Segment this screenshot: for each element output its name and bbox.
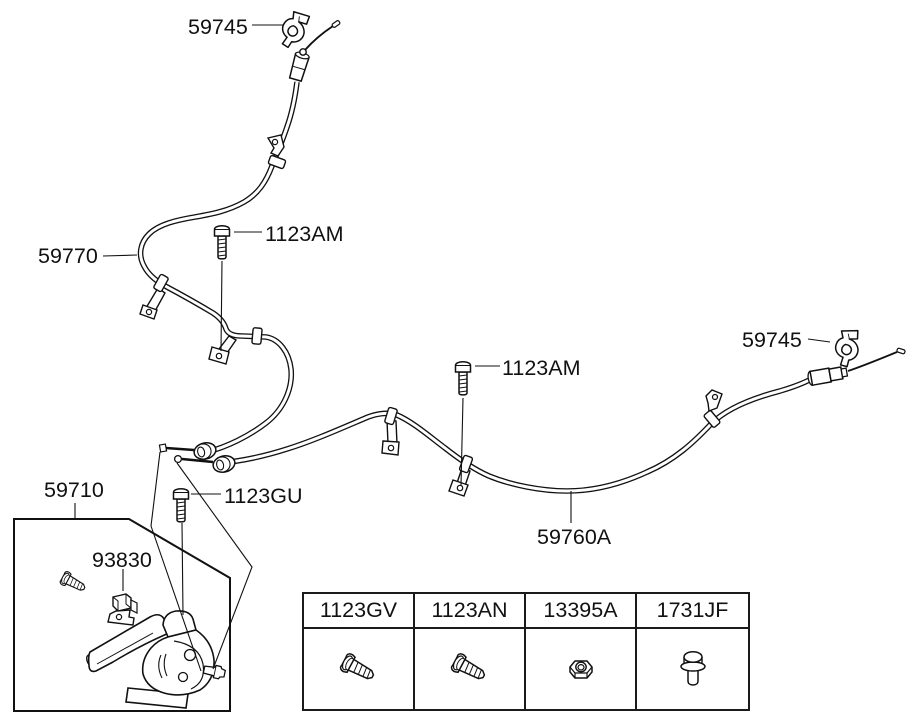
table-header-1123an[interactable]: 1123AN <box>415 594 526 629</box>
cable-bracket <box>448 454 474 497</box>
table-header-1123gv[interactable]: 1123GV <box>304 594 415 629</box>
hex-nut-icon <box>568 660 593 679</box>
cable-mount-foot <box>208 335 238 365</box>
table-header-13395a[interactable]: 13395A <box>526 594 637 629</box>
cable-end-fitting-top <box>299 48 307 56</box>
cable-bracket <box>266 134 287 170</box>
table-cell-1731jf <box>637 629 748 709</box>
part-label-59745-right[interactable]: 59745 <box>742 328 802 352</box>
cable-end-wire-top <box>304 25 334 51</box>
hex-bolt-icon <box>449 651 489 686</box>
lever-assembly-box-outline <box>13 518 231 712</box>
bolt-1123am-rear <box>454 361 472 396</box>
cable-tip-top <box>331 20 341 28</box>
table-cell-1123an <box>415 629 526 709</box>
retainer-clip-top <box>279 10 311 51</box>
table-cell-13395a <box>526 629 637 709</box>
cable-tip-right <box>896 347 906 355</box>
cable-end-wire-right <box>847 351 898 372</box>
part-label-59710[interactable]: 59710 <box>44 478 104 502</box>
part-label-93830[interactable]: 93830 <box>92 548 152 572</box>
cable-bracket <box>139 273 170 320</box>
table-cell-1123gv <box>304 629 415 709</box>
cable-clamp-band <box>251 326 263 346</box>
leader-lines <box>74 24 831 672</box>
screw-in-lever-box <box>58 570 89 596</box>
hex-bolt-icon <box>338 651 378 686</box>
cable-end-ferrule-right <box>807 366 849 387</box>
rear-parking-cable <box>219 347 906 497</box>
cable-equalizer-ends <box>158 442 236 473</box>
part-label-1123am-front[interactable]: 1123AM <box>265 222 343 246</box>
bolt-1123am-front <box>213 225 231 260</box>
table-header-1731jf[interactable]: 1731JF <box>637 594 748 629</box>
bolt-1123gu <box>172 488 190 523</box>
part-label-1123gu[interactable]: 1123GU <box>224 484 302 508</box>
part-label-59770[interactable]: 59770 <box>38 244 98 268</box>
part-label-1123am-rear[interactable]: 1123AM <box>502 356 580 380</box>
clip-93830 <box>107 593 138 626</box>
front-parking-cable <box>137 20 341 455</box>
hardware-parts-table: 1123GV 1123AN 13395A 1731JF <box>302 592 750 711</box>
flange-bolt-icon <box>679 651 706 686</box>
part-label-59745-top[interactable]: 59745 <box>188 15 248 39</box>
retainer-clip-right <box>831 326 866 369</box>
cable-bracket <box>702 389 723 429</box>
cable-bracket <box>381 406 400 456</box>
part-label-59760a[interactable]: 59760A <box>537 525 612 549</box>
lever-cable-pin <box>202 664 227 680</box>
parking-brake-lever <box>85 610 227 709</box>
cable-end-ferrule-top <box>288 51 310 83</box>
